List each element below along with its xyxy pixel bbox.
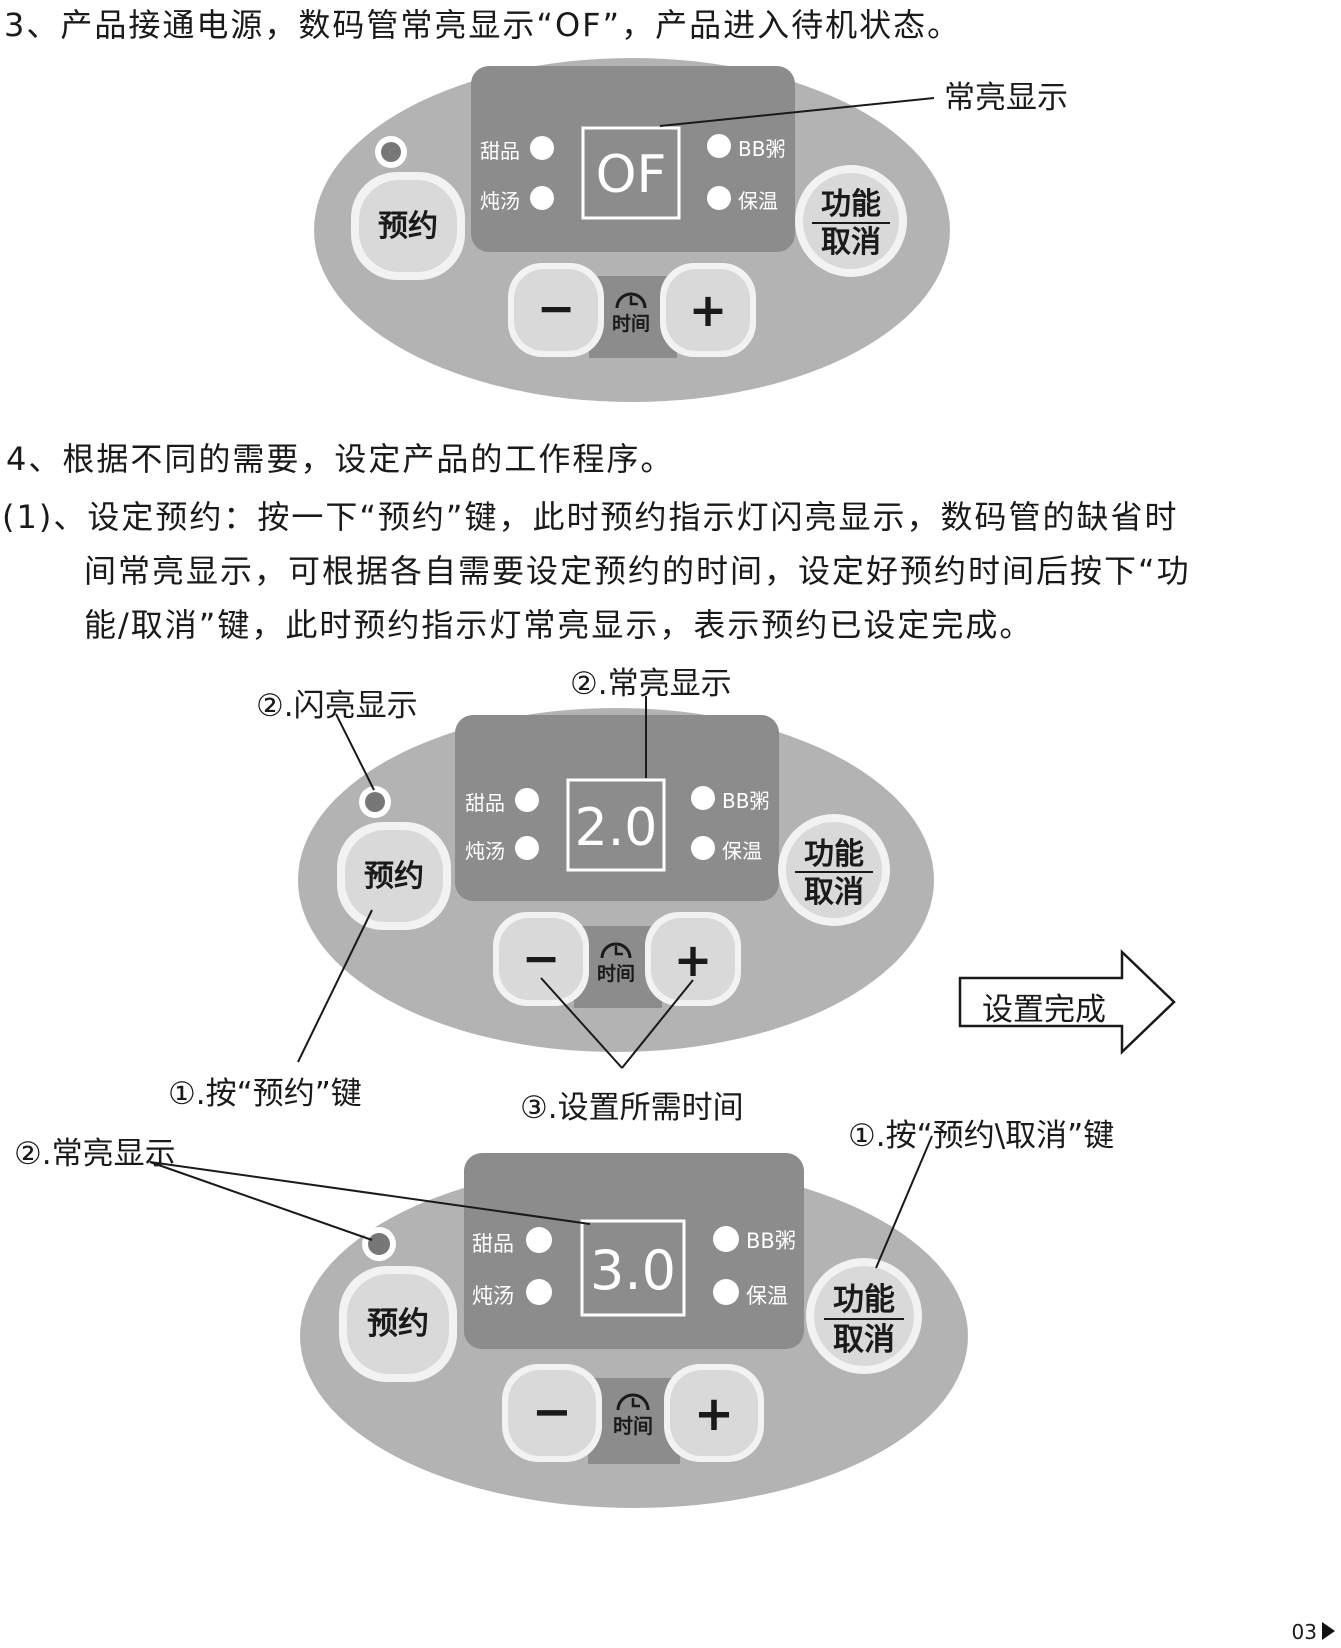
- step1-line3: 能/取消”键，此时预约指示灯常亮显示，表示预约已设定完成。: [84, 606, 1034, 644]
- plus-button-face: [651, 918, 735, 1000]
- setup-done-arrow: [958, 949, 1176, 1055]
- dessert-label: 甜品: [472, 1232, 514, 1256]
- reserve-button-label: 预约: [378, 209, 438, 244]
- set-time-leader-plus: [621, 979, 694, 1069]
- porridge-label: BB粥: [746, 1229, 796, 1253]
- porridge-led: [707, 134, 731, 158]
- minus-label: −: [537, 281, 576, 335]
- display-value: OF: [596, 145, 667, 205]
- time-label: 时间: [597, 963, 635, 985]
- steady-display-callout: 常亮显示: [944, 80, 1068, 116]
- steady-display-label-bottom: ②.常亮显示: [14, 1136, 176, 1172]
- reserve-button-label: 预约: [367, 1306, 429, 1342]
- flash-leader-line: [335, 713, 375, 791]
- dessert-label: 甜品: [480, 139, 520, 163]
- reserve-indicator-led: [381, 142, 401, 162]
- function-cancel-button-face: [814, 1266, 914, 1366]
- step1-line2: 间常亮显示，可根据各自需要设定预约的时间，设定好预约时间后按下“功: [84, 552, 1191, 590]
- cancel-leader-line: [875, 1135, 933, 1269]
- time-label: 时间: [613, 1414, 653, 1438]
- display-value: 3.0: [590, 1239, 676, 1302]
- set-time-label: ③.设置所需时间: [520, 1090, 744, 1126]
- reserve-button-face: [359, 180, 457, 272]
- plus-button-face: [666, 269, 750, 351]
- steady-leader-display: [149, 1161, 591, 1225]
- stew-label: 炖汤: [465, 839, 505, 863]
- time-label: 时间: [612, 313, 650, 335]
- keep-warm-led: [707, 186, 731, 210]
- press-reserve-label: ①.按“预约”键: [168, 1076, 362, 1112]
- keep-warm-led: [713, 1279, 739, 1305]
- steady-display-label-top: ②.常亮显示: [570, 666, 732, 702]
- plus-label: +: [674, 933, 713, 987]
- setup-done-label: 设置完成: [982, 992, 1106, 1028]
- digit-display: [580, 1219, 686, 1317]
- porridge-led: [691, 786, 715, 810]
- plus-label: +: [694, 1386, 734, 1442]
- function-label: 功能: [833, 1282, 895, 1318]
- digit-display: [566, 778, 666, 872]
- set-time-leader-minus: [540, 977, 623, 1069]
- reserve-button-face: [347, 1274, 449, 1374]
- function-label: 功能: [821, 187, 881, 222]
- reserve-button-label: 预约: [364, 859, 424, 894]
- stew-led: [530, 186, 554, 210]
- press-cancel-label: ①.按“预约\取消”键: [848, 1118, 1115, 1154]
- dessert-led: [515, 788, 539, 812]
- callout-line: [659, 97, 935, 127]
- clock-icon: [600, 942, 632, 959]
- dessert-led: [526, 1227, 552, 1253]
- step1-line1: (1)、设定预约：按一下“预约”键，此时预约指示灯闪亮显示，数码管的缺省时: [2, 498, 1179, 536]
- dessert-led: [530, 136, 554, 160]
- keep-warm-label: 保温: [738, 189, 778, 213]
- stew-label: 炖汤: [480, 189, 520, 213]
- minus-label: −: [522, 931, 561, 985]
- cancel-label: 取消: [804, 875, 864, 910]
- function-label: 功能: [804, 837, 864, 872]
- plus-button-face: [670, 1370, 758, 1456]
- function-cancel-button-face: [803, 173, 899, 269]
- flash-display-label: ②.闪亮显示: [256, 688, 418, 724]
- plus-label: +: [689, 283, 728, 337]
- function-cancel-button-face: [786, 822, 882, 918]
- clock-icon: [615, 292, 647, 309]
- stew-led: [515, 836, 539, 860]
- press-leader-line: [297, 909, 373, 1063]
- stew-label: 炖汤: [472, 1284, 514, 1308]
- clock-icon: [616, 1393, 650, 1411]
- section4-title: 4、根据不同的需要，设定产品的工作程序。: [6, 440, 675, 478]
- keep-warm-label: 保温: [722, 839, 762, 863]
- cancel-label: 取消: [833, 1322, 895, 1358]
- steady-leader-led: [149, 1161, 373, 1241]
- minus-button-face: [499, 918, 583, 1000]
- porridge-label: BB粥: [722, 789, 769, 813]
- display-value: 2.0: [575, 798, 658, 858]
- section3-text: 3、产品接通电源，数码管常亮显示“OF”，产品进入待机状态。: [4, 6, 962, 44]
- digit-display: [581, 126, 681, 220]
- stew-led: [526, 1279, 552, 1305]
- keep-warm-led: [691, 836, 715, 860]
- dessert-label: 甜品: [465, 791, 505, 815]
- reserve-indicator-led: [365, 792, 385, 812]
- minus-label: −: [532, 1384, 572, 1440]
- page-number: 03: [1291, 1620, 1317, 1644]
- minus-button-face: [508, 1370, 596, 1456]
- porridge-led: [713, 1226, 739, 1252]
- keep-warm-label: 保温: [746, 1284, 788, 1308]
- next-page-arrow-icon: [1322, 1622, 1335, 1640]
- reserve-indicator-led: [368, 1233, 390, 1255]
- reserve-button-face: [345, 830, 443, 922]
- porridge-label: BB粥: [738, 137, 785, 161]
- cancel-label: 取消: [821, 225, 881, 260]
- minus-button-face: [514, 269, 598, 351]
